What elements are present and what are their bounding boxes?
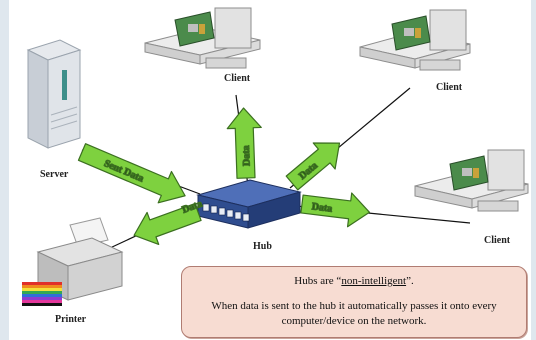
label-hub: Hub — [253, 241, 272, 252]
info-title-prefix: Hubs are “ — [294, 275, 342, 287]
arrow-label-data-top: Data — [241, 145, 253, 166]
arrow-hub-to-client-bottom: Data — [300, 192, 371, 228]
printer-icon — [22, 217, 124, 306]
label-client-right: Client — [436, 82, 463, 93]
arrow-hub-to-printer: Data — [133, 198, 204, 245]
client-computer-right-icon — [359, 9, 471, 71]
info-box: Hubs are “non-intelligent”. When data is… — [181, 266, 527, 338]
label-client-top: Client — [224, 73, 251, 84]
info-title-emphasis: non-intelligent — [341, 275, 407, 287]
label-client-bottom: Client — [484, 235, 511, 246]
label-server: Server — [40, 169, 69, 180]
arrow-label-data-bottom: Data — [311, 201, 333, 214]
client-computer-bottom-icon — [414, 149, 529, 212]
server-icon — [26, 39, 82, 149]
info-title: Hubs are “non-intelligent”. — [182, 275, 526, 287]
label-printer: Printer — [55, 314, 87, 325]
client-computer-top-icon — [144, 7, 261, 69]
hub-icon — [196, 179, 302, 229]
info-body: When data is sent to the hub it automati… — [211, 300, 497, 327]
info-title-suffix: ”. — [406, 275, 414, 287]
arrow-hub-to-client-top: Data — [226, 107, 262, 179]
arrow-server-to-hub: Sent Data — [77, 143, 186, 204]
